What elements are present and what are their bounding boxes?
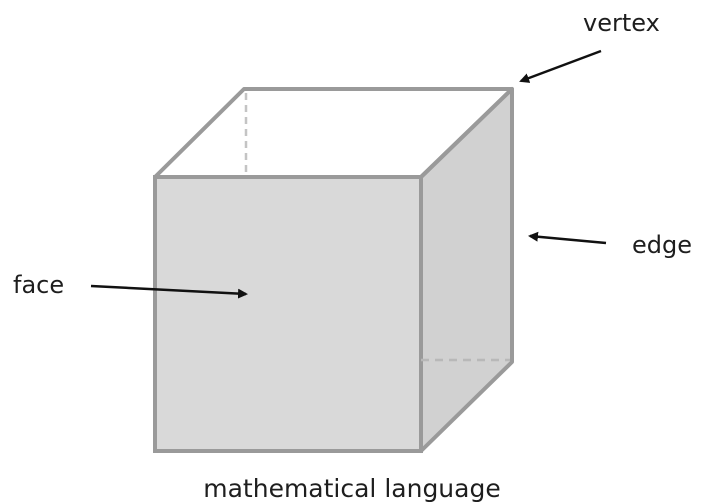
vertex-arrow xyxy=(519,49,602,83)
cube-top-face xyxy=(155,89,512,177)
cube-top-edges xyxy=(153,87,514,179)
face-label: face xyxy=(13,271,64,299)
vertex-label: vertex xyxy=(583,9,660,37)
edge-arrow xyxy=(528,231,607,245)
diagram-caption: mathematical language xyxy=(203,474,500,503)
edge-label: edge xyxy=(632,231,692,259)
face-arrow xyxy=(90,284,248,299)
cube-front-face xyxy=(153,175,423,453)
